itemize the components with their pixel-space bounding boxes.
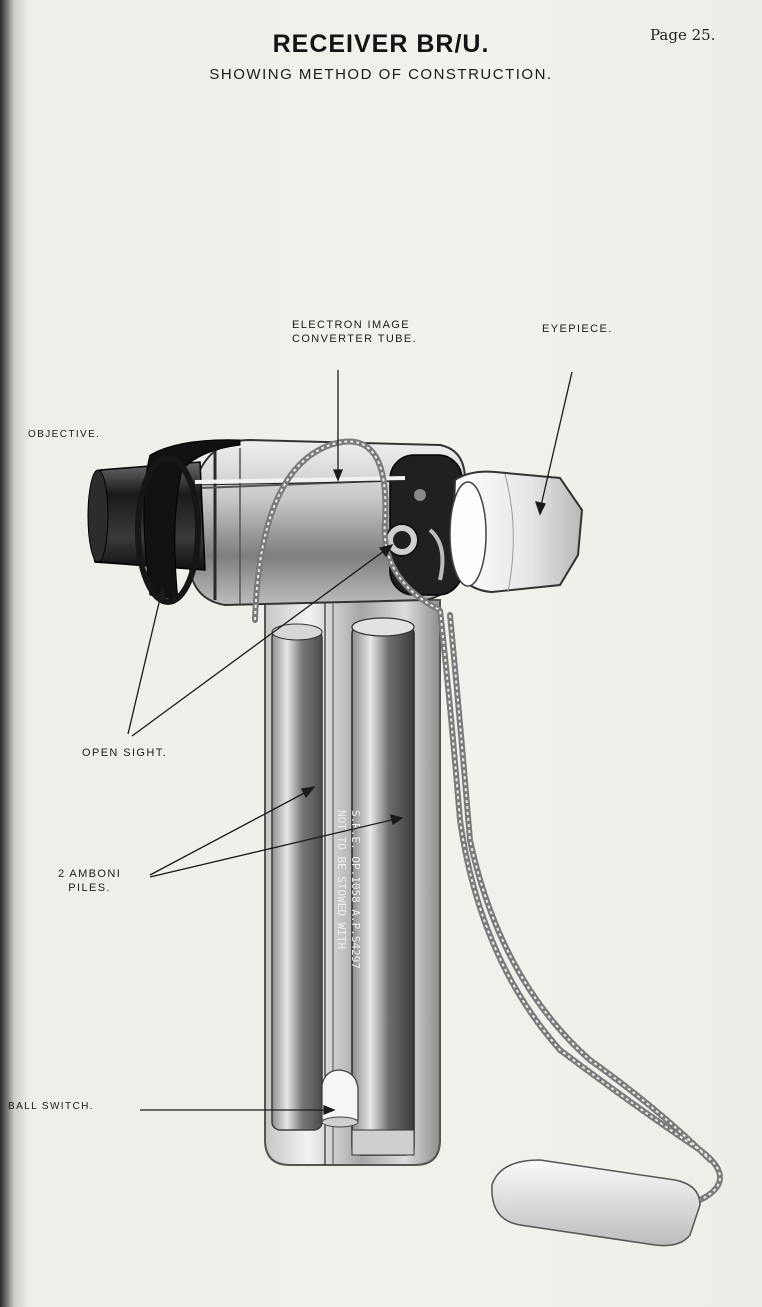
converter-tube-barrel (188, 438, 467, 607)
ball-switch (321, 1069, 359, 1128)
eyepiece-assembly (449, 470, 584, 594)
label-objective: OBJECTIVE. (28, 429, 101, 440)
open-sight-rod (194, 476, 406, 484)
label-open-sight: OPEN SIGHT. (82, 747, 168, 759)
leader-lines (127, 370, 573, 1115)
amboni-pile-left (271, 623, 323, 1131)
label-ball-switch: BALL SWITCH. (8, 1101, 94, 1112)
page-title: RECEIVER BR/U. (272, 30, 490, 58)
page-number: Page 25. (650, 26, 716, 44)
lanyard-pad (491, 1159, 701, 1247)
page-subtitle: SHOWING METHOD OF CONSTRUCTION. (209, 66, 553, 83)
amboni-pile-right (351, 617, 415, 1156)
objective-lens (87, 439, 241, 605)
label-electron-tube: ELECTRON IMAGE CONVERTER TUBE. (292, 319, 418, 345)
svg-text:S.R.E. OP.1058 A.P.S4297: S.R.E. OP.1058 A.P.S4297 (349, 810, 362, 969)
svg-text:NOT TO BE STOWED WITH: NOT TO BE STOWED WITH (335, 810, 348, 949)
casing-stencil-text: NOT TO BE STOWED WITH S.R.E. OP.1058 A.P… (335, 810, 362, 969)
label-amboni-piles: 2 AMBONI PILES. (58, 868, 122, 894)
label-eyepiece: EYEPIECE. (542, 323, 613, 335)
